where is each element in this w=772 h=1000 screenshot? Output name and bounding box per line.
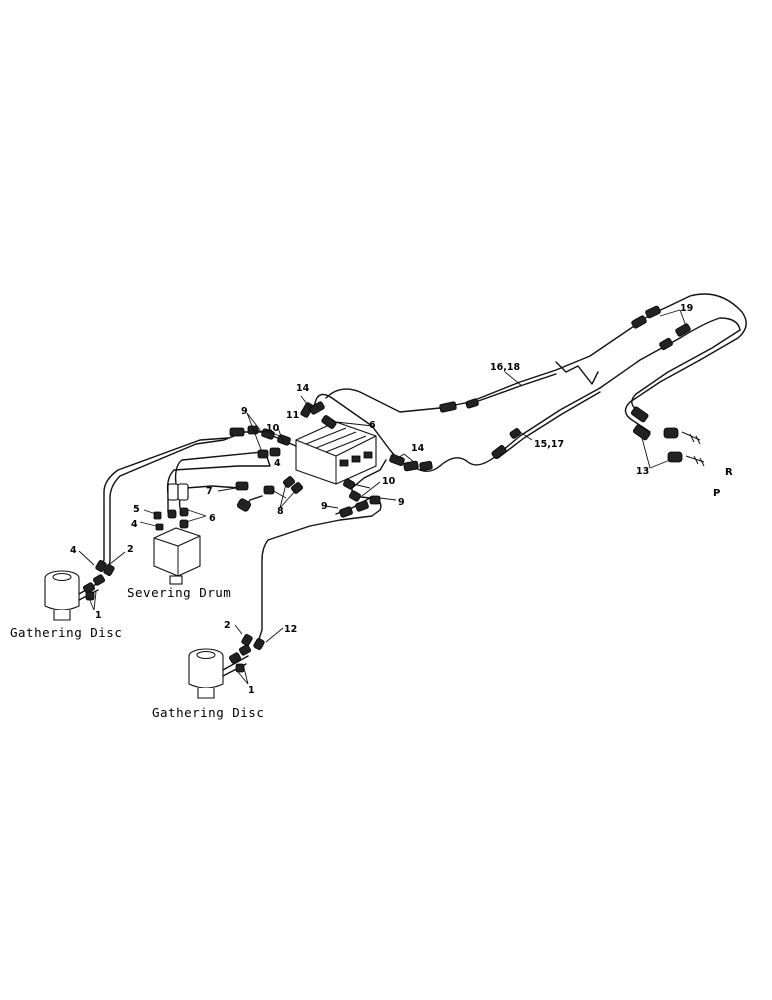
callout-15-17: 15,17: [534, 439, 564, 450]
callout-4-valve: 4: [274, 458, 281, 469]
gathering-disc-left-label: Gathering Disc: [10, 625, 122, 640]
callout-9-top: 9: [241, 406, 248, 417]
callout-11: 11: [286, 410, 299, 421]
callout-4-left: 4: [131, 519, 138, 530]
callout-6-left: 6: [209, 513, 216, 524]
callout-7: 7: [206, 486, 213, 497]
callout-5: 5: [133, 504, 140, 515]
port-r-label: R: [725, 467, 733, 478]
valve-fittings: [153, 401, 433, 531]
severing-drum-motor: [153, 527, 201, 585]
callout-3: 4: [70, 545, 77, 556]
callout-1-left: 1: [95, 610, 102, 621]
severing-drum-label: Severing Drum: [127, 585, 231, 600]
gathering-disc-right-label: Gathering Disc: [152, 705, 264, 720]
callout-16-18: 16,18: [490, 362, 520, 373]
callout-9-mid: 9: [321, 501, 328, 512]
callout-6-top: 6: [369, 420, 376, 431]
gathering-disc-left-motor: [44, 560, 115, 621]
callout-8: 8: [277, 506, 284, 517]
main-line-fittings: [439, 305, 705, 467]
component-captions: Severing Drum Gathering Disc Gathering D…: [10, 585, 264, 720]
callout-9-right: 9: [398, 497, 405, 508]
callout-10-top: 10: [266, 423, 280, 434]
gathering-disc-right-motor: [188, 634, 265, 699]
callout-14-mid: 14: [411, 443, 425, 454]
port-p-label: P: [713, 488, 720, 499]
callout-2-left: 2: [127, 544, 134, 555]
callout-1-right: 1: [248, 685, 255, 696]
callout-10-mid: 10: [382, 476, 396, 487]
callout-labels: 4 2 1 4 5 6 7 9 10 11 4 8 14 6 14 10 9 9…: [70, 303, 733, 696]
callout-13: 13: [636, 466, 649, 477]
leader-lines: [78, 309, 687, 685]
callout-12: 12: [284, 624, 297, 635]
control-valve-block: [295, 421, 377, 485]
callout-14-top: 14: [296, 383, 310, 394]
callout-19: 19: [680, 303, 693, 314]
callout-2-right: 2: [224, 620, 231, 631]
